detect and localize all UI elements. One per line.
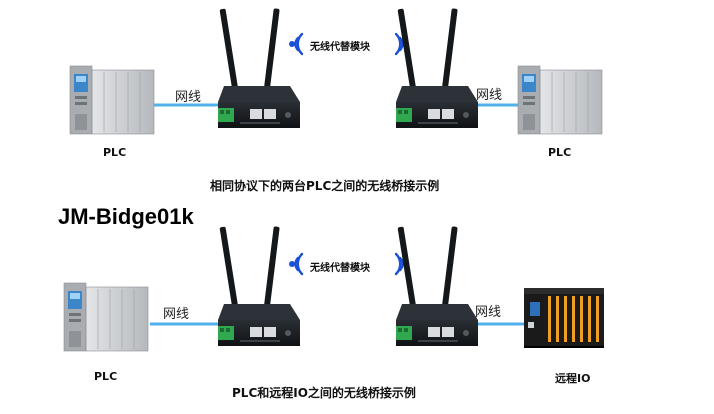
bottom-right-remote-io-icon [524, 288, 604, 348]
top-left-wifi-icon [287, 32, 304, 56]
bottom-wireless-label: 无线代替模块 [310, 263, 370, 274]
top-caption: 相同协议下的两台PLC之间的无线桥接示例 [210, 179, 440, 193]
bottom-caption: PLC和远程IO之间的无线桥接示例 [232, 386, 416, 400]
bottom-left-device-label: PLC [94, 370, 118, 383]
bottom-right-device-label: 远程IO [555, 372, 591, 385]
top-left-device-label: PLC [103, 146, 127, 159]
top-left-router-icon [218, 8, 300, 128]
top-wireless-label: 无线代替模块 [310, 42, 370, 53]
bottom-left-wifi-icon [287, 252, 304, 276]
bottom-left-router-icon [218, 226, 300, 346]
bottom-left-cable-label: 网线 [163, 307, 190, 322]
bottom-left-plc-icon [63, 282, 149, 352]
top-right-plc-icon [517, 65, 603, 135]
model-name: JM-Bidge01k [58, 204, 194, 229]
top-left-plc-icon [69, 65, 155, 135]
top-left-cable-label: 网线 [175, 90, 202, 105]
bottom-right-cable-label: 网线 [475, 305, 502, 320]
top-right-cable-label: 网线 [476, 88, 503, 103]
top-right-router-icon [396, 8, 478, 128]
bottom-right-router-icon [396, 226, 478, 346]
top-right-device-label: PLC [548, 146, 572, 159]
